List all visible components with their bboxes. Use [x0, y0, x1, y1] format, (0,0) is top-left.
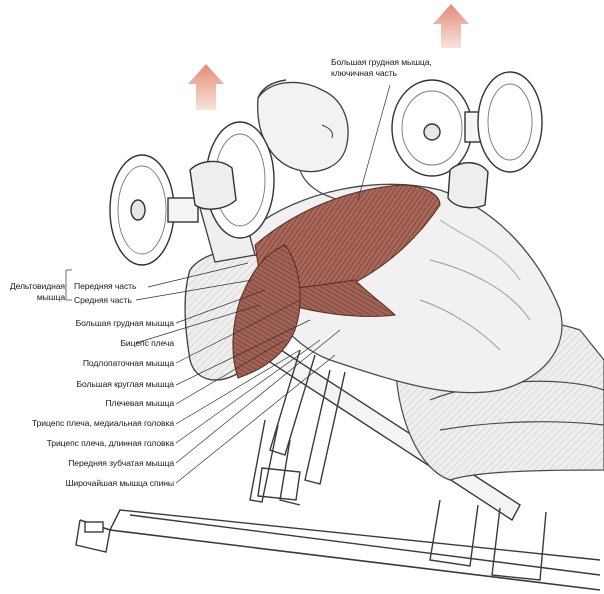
deltoid — [232, 244, 301, 379]
label-pectoralis-major: Большая грудная мышца — [75, 318, 175, 328]
label-biceps: Бицепс плеча — [120, 338, 174, 348]
up-arrow-icon — [433, 4, 469, 48]
label-deltoid-2: мышца — [36, 292, 65, 302]
label-pectoralis-major-clavicular-2: ключичная часть — [331, 68, 397, 78]
up-arrow-icon — [188, 64, 224, 110]
label-serratus-anterior: Передняя зубчатая мышца — [68, 458, 174, 468]
leader-lines — [65, 84, 391, 484]
label-triceps-long: Трицепс плеча, длинная головка — [46, 438, 174, 448]
label-triceps-medial: Трицепс плеча, медиальная головка — [31, 418, 174, 428]
label-teres-major: Большая круглая мышца — [76, 379, 174, 389]
label-deltoid-front: Передняя часть — [74, 281, 137, 291]
head — [257, 79, 349, 201]
right-dumbbell — [391, 71, 543, 209]
label-deltoid-middle: Средняя часть — [74, 295, 132, 305]
label-latissimus-dorsi: Широчайшая мышца спины — [65, 478, 174, 488]
label-subscapularis: Подлопаточная мышца — [82, 358, 174, 368]
left-dumbbell — [109, 121, 275, 266]
label-deltoid-1: Дельтовидная — [9, 281, 65, 291]
label-brachialis: Плечевая мышца — [105, 398, 174, 408]
label-pectoralis-major-clavicular-1: Большая грудная мышца, — [331, 57, 432, 67]
